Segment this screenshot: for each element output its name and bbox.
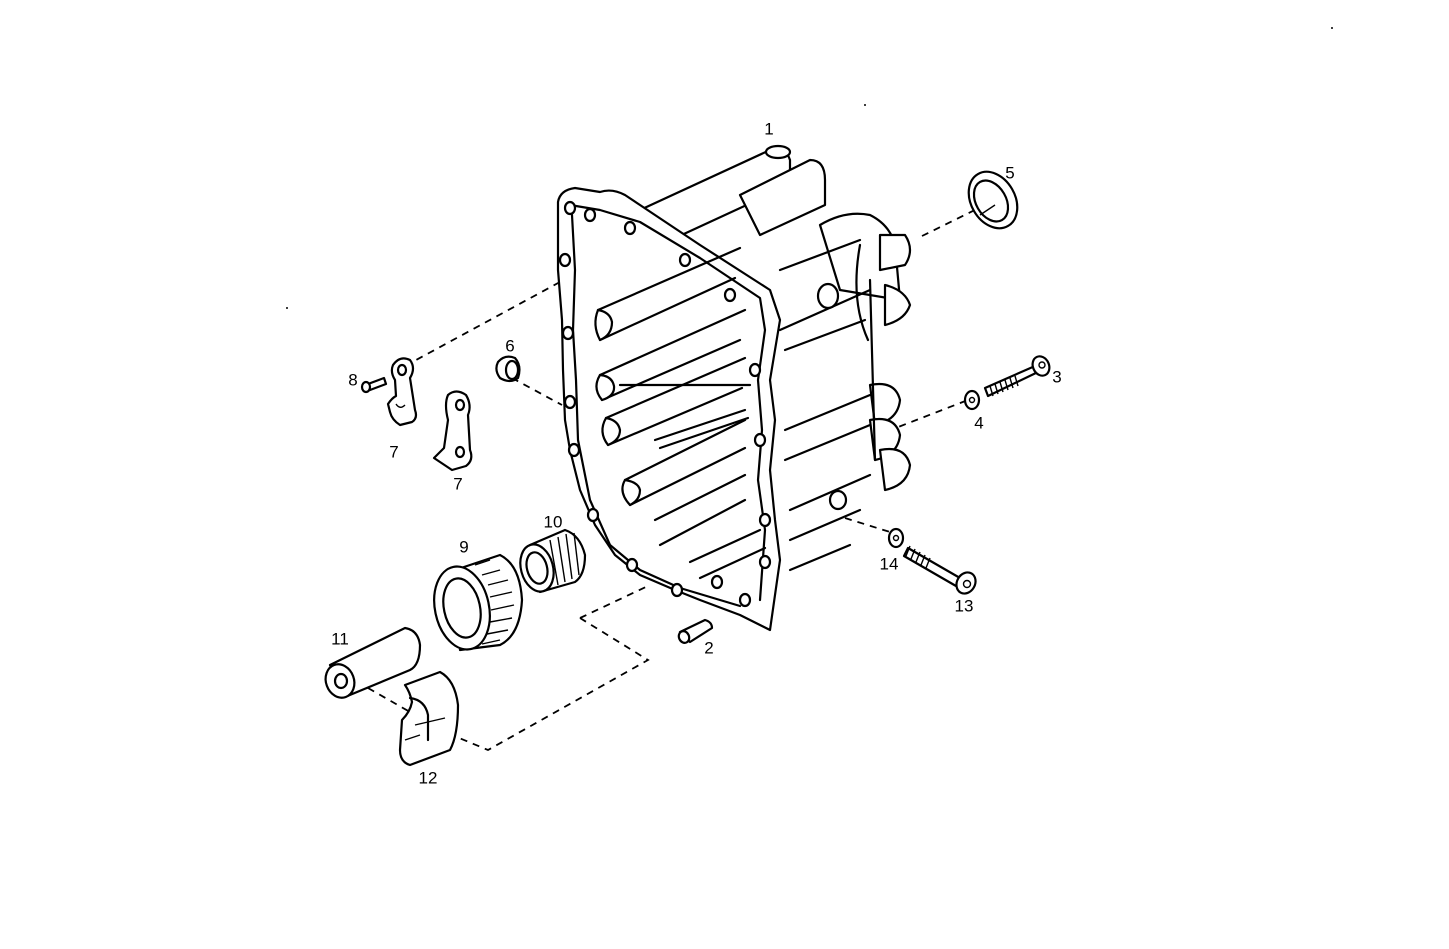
callout-9: 9 [459,537,469,557]
part-washer-14 [887,527,905,549]
callout-14: 14 [879,554,899,574]
part-socket-bolt [902,545,977,595]
housing-ribs [594,238,877,580]
part-shift-fork [398,670,460,767]
part-housing [556,144,912,632]
callout-2: 2 [704,638,714,658]
flange-bolt-holes [558,200,772,608]
scan-speck [864,104,866,106]
part-seal-ring [967,170,1019,230]
scan-speck [286,307,288,309]
part-hex-bolt [983,355,1051,398]
callout-11: 11 [331,629,349,649]
part-dowel-pin [677,618,714,644]
callout-8: 8 [348,370,358,390]
part-needle-bearing [519,528,587,594]
callout-6: 6 [505,336,515,356]
callout-3: 3 [1052,367,1062,387]
callout-1: 1 [764,119,774,139]
callout-10: 10 [543,512,563,532]
part-shaft [324,626,422,699]
callout-4: 4 [974,413,984,433]
part-bracket-b [432,390,473,472]
part-bracket-a [386,357,418,427]
part-washer-4 [963,389,981,411]
part-screw [360,376,388,394]
callout-7b: 7 [453,474,463,494]
part-gear [433,553,524,652]
part-plug [495,355,521,383]
scan-speck [1331,27,1333,29]
callout-7a: 7 [389,442,399,462]
callout-5: 5 [1005,163,1015,183]
callout-12: 12 [418,768,438,788]
callout-13: 13 [954,596,974,616]
